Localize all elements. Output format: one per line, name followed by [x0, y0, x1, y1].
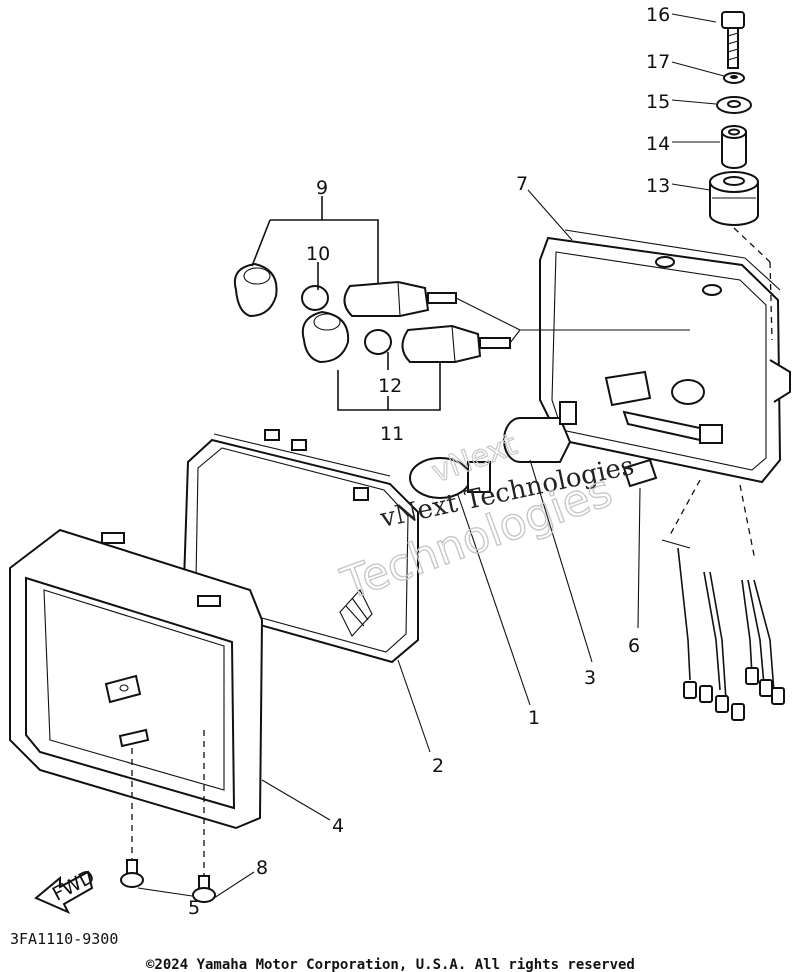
fwd-arrow-icon: FWD	[34, 865, 98, 915]
callout-15: 15	[646, 91, 670, 113]
callout-14: 14	[646, 133, 670, 155]
callout-8: 8	[256, 857, 268, 879]
callout-4: 4	[332, 815, 344, 837]
clip-6	[622, 458, 658, 629]
lock-washer-17	[723, 72, 745, 84]
bolt-16	[721, 11, 745, 69]
headlight-rim-4	[9, 528, 264, 830]
callout-16: 16	[646, 4, 670, 26]
callout-7: 7	[516, 173, 528, 195]
headlight-bulb-1	[409, 457, 491, 499]
bulb-socket-group-lower	[301, 310, 511, 364]
grommet-13	[709, 171, 759, 226]
screw-5	[120, 859, 144, 888]
bulb-socket-3	[503, 401, 577, 463]
callout-6: 6	[628, 635, 640, 657]
callout-10: 10	[306, 243, 330, 265]
collar-14	[721, 125, 747, 169]
callout-1: 1	[528, 707, 540, 729]
headlight-housing-7	[539, 227, 791, 484]
copyright-notice: ©2024 Yamaha Motor Corporation, U.S.A. A…	[146, 957, 635, 972]
callout-5: 5	[188, 897, 200, 919]
callout-9: 9	[316, 177, 328, 199]
bulb-socket-group-upper	[233, 262, 457, 318]
washer-15	[716, 96, 752, 114]
wire-harness	[661, 479, 785, 721]
callout-11: 11	[380, 423, 404, 445]
callout-17: 17	[646, 51, 670, 73]
callout-12: 12	[378, 375, 402, 397]
screw-8	[192, 875, 216, 903]
callout-2: 2	[432, 755, 444, 777]
callout-3: 3	[584, 667, 596, 689]
callout-13: 13	[646, 175, 670, 197]
diagram-code: 3FA1110-9300	[10, 930, 118, 948]
